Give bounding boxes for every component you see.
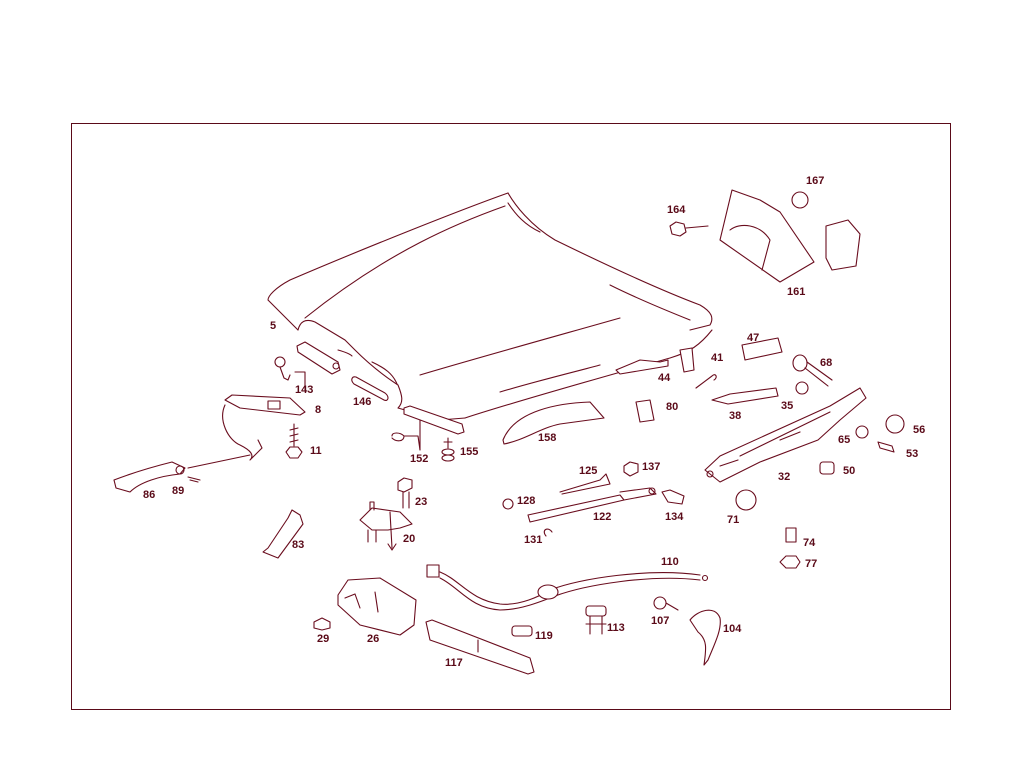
callout-89[interactable]: 89 [172, 485, 185, 497]
part-74 [785, 527, 797, 543]
callout-131[interactable]: 131 [524, 534, 543, 546]
callout-107[interactable]: 107 [651, 615, 670, 627]
callout-32[interactable]: 32 [778, 471, 791, 483]
hood-panel [267, 192, 713, 421]
part-53 [877, 441, 895, 453]
part-117 [425, 619, 535, 675]
part-65 [855, 425, 869, 439]
part-137 [623, 461, 639, 477]
callout-50[interactable]: 50 [843, 465, 856, 477]
callout-26[interactable]: 26 [367, 633, 380, 645]
callout-20[interactable]: 20 [403, 533, 416, 545]
callout-11[interactable]: 11 [310, 445, 322, 457]
part-119 [511, 625, 533, 637]
callout-8[interactable]: 8 [315, 404, 322, 416]
callout-104[interactable]: 104 [723, 623, 742, 635]
part-47 [741, 337, 783, 361]
part-122 [527, 487, 657, 523]
callout-86[interactable]: 86 [143, 489, 156, 501]
part-104 [689, 609, 721, 666]
part-35 [795, 381, 809, 395]
part-41 [695, 374, 717, 389]
diagram-frame [71, 123, 951, 710]
callout-164[interactable]: 164 [667, 204, 686, 216]
callout-56[interactable]: 56 [913, 424, 926, 436]
callout-158[interactable]: 158 [538, 432, 557, 444]
callout-134[interactable]: 134 [665, 511, 684, 523]
part-56 [885, 414, 905, 434]
callout-53[interactable]: 53 [906, 448, 919, 460]
part-71 [735, 489, 757, 511]
part-11 [285, 423, 303, 459]
callout-113[interactable]: 113 [607, 622, 625, 634]
part-77 [779, 555, 801, 569]
part-125 [559, 473, 611, 495]
part-68 [792, 354, 833, 387]
callout-29[interactable]: 29 [317, 633, 330, 645]
part-110 [426, 564, 709, 611]
callout-155[interactable]: 155 [460, 446, 479, 458]
part-131 [543, 528, 553, 537]
part-155 [441, 437, 455, 462]
part-29 [313, 617, 331, 631]
part-86 [113, 454, 251, 493]
part-20 [359, 501, 413, 551]
callout-161[interactable]: 161 [787, 286, 806, 298]
callout-65[interactable]: 65 [838, 434, 851, 446]
part-8 [222, 394, 306, 461]
part-164 [669, 221, 709, 237]
part-113 [585, 605, 607, 635]
callout-143[interactable]: 143 [295, 384, 314, 396]
part-relay [825, 219, 861, 271]
callout-152[interactable]: 152 [410, 453, 429, 465]
callout-137[interactable]: 137 [642, 461, 661, 473]
callout-125[interactable]: 125 [579, 465, 598, 477]
part-167 [791, 191, 809, 209]
callout-146[interactable]: 146 [353, 396, 372, 408]
part-23 [397, 477, 413, 509]
part-161 [719, 189, 815, 283]
callout-47[interactable]: 47 [747, 332, 760, 344]
callout-44[interactable]: 44 [658, 372, 671, 384]
callout-35[interactable]: 35 [781, 400, 794, 412]
part-128 [502, 498, 514, 510]
part-44 [615, 359, 669, 375]
callout-68[interactable]: 68 [820, 357, 833, 369]
part-89 [187, 476, 201, 483]
part-143 [274, 341, 341, 391]
callout-83[interactable]: 83 [292, 539, 305, 551]
callout-122[interactable]: 122 [593, 511, 612, 523]
part-38 [711, 387, 779, 405]
part-134 [661, 489, 685, 505]
part-32 [704, 387, 867, 483]
part-80 [635, 399, 655, 423]
callout-128[interactable]: 128 [517, 495, 536, 507]
part-83 [262, 509, 304, 559]
callout-80[interactable]: 80 [666, 401, 679, 413]
callout-77[interactable]: 77 [805, 558, 818, 570]
callout-110[interactable]: 110 [661, 556, 679, 568]
callout-41[interactable]: 41 [711, 352, 724, 364]
part-158 [502, 401, 605, 445]
part-107 [653, 596, 679, 611]
callout-71[interactable]: 71 [727, 514, 740, 526]
callout-167[interactable]: 167 [806, 175, 825, 187]
callout-5[interactable]: 5 [270, 320, 277, 332]
part-44-clip [679, 347, 695, 373]
callout-74[interactable]: 74 [803, 537, 816, 549]
callout-38[interactable]: 38 [729, 410, 742, 422]
callout-117[interactable]: 117 [445, 657, 463, 669]
part-152 [391, 405, 465, 451]
part-146 [351, 376, 389, 401]
callout-23[interactable]: 23 [415, 496, 428, 508]
callout-119[interactable]: 119 [535, 630, 553, 642]
part-50 [819, 461, 835, 475]
